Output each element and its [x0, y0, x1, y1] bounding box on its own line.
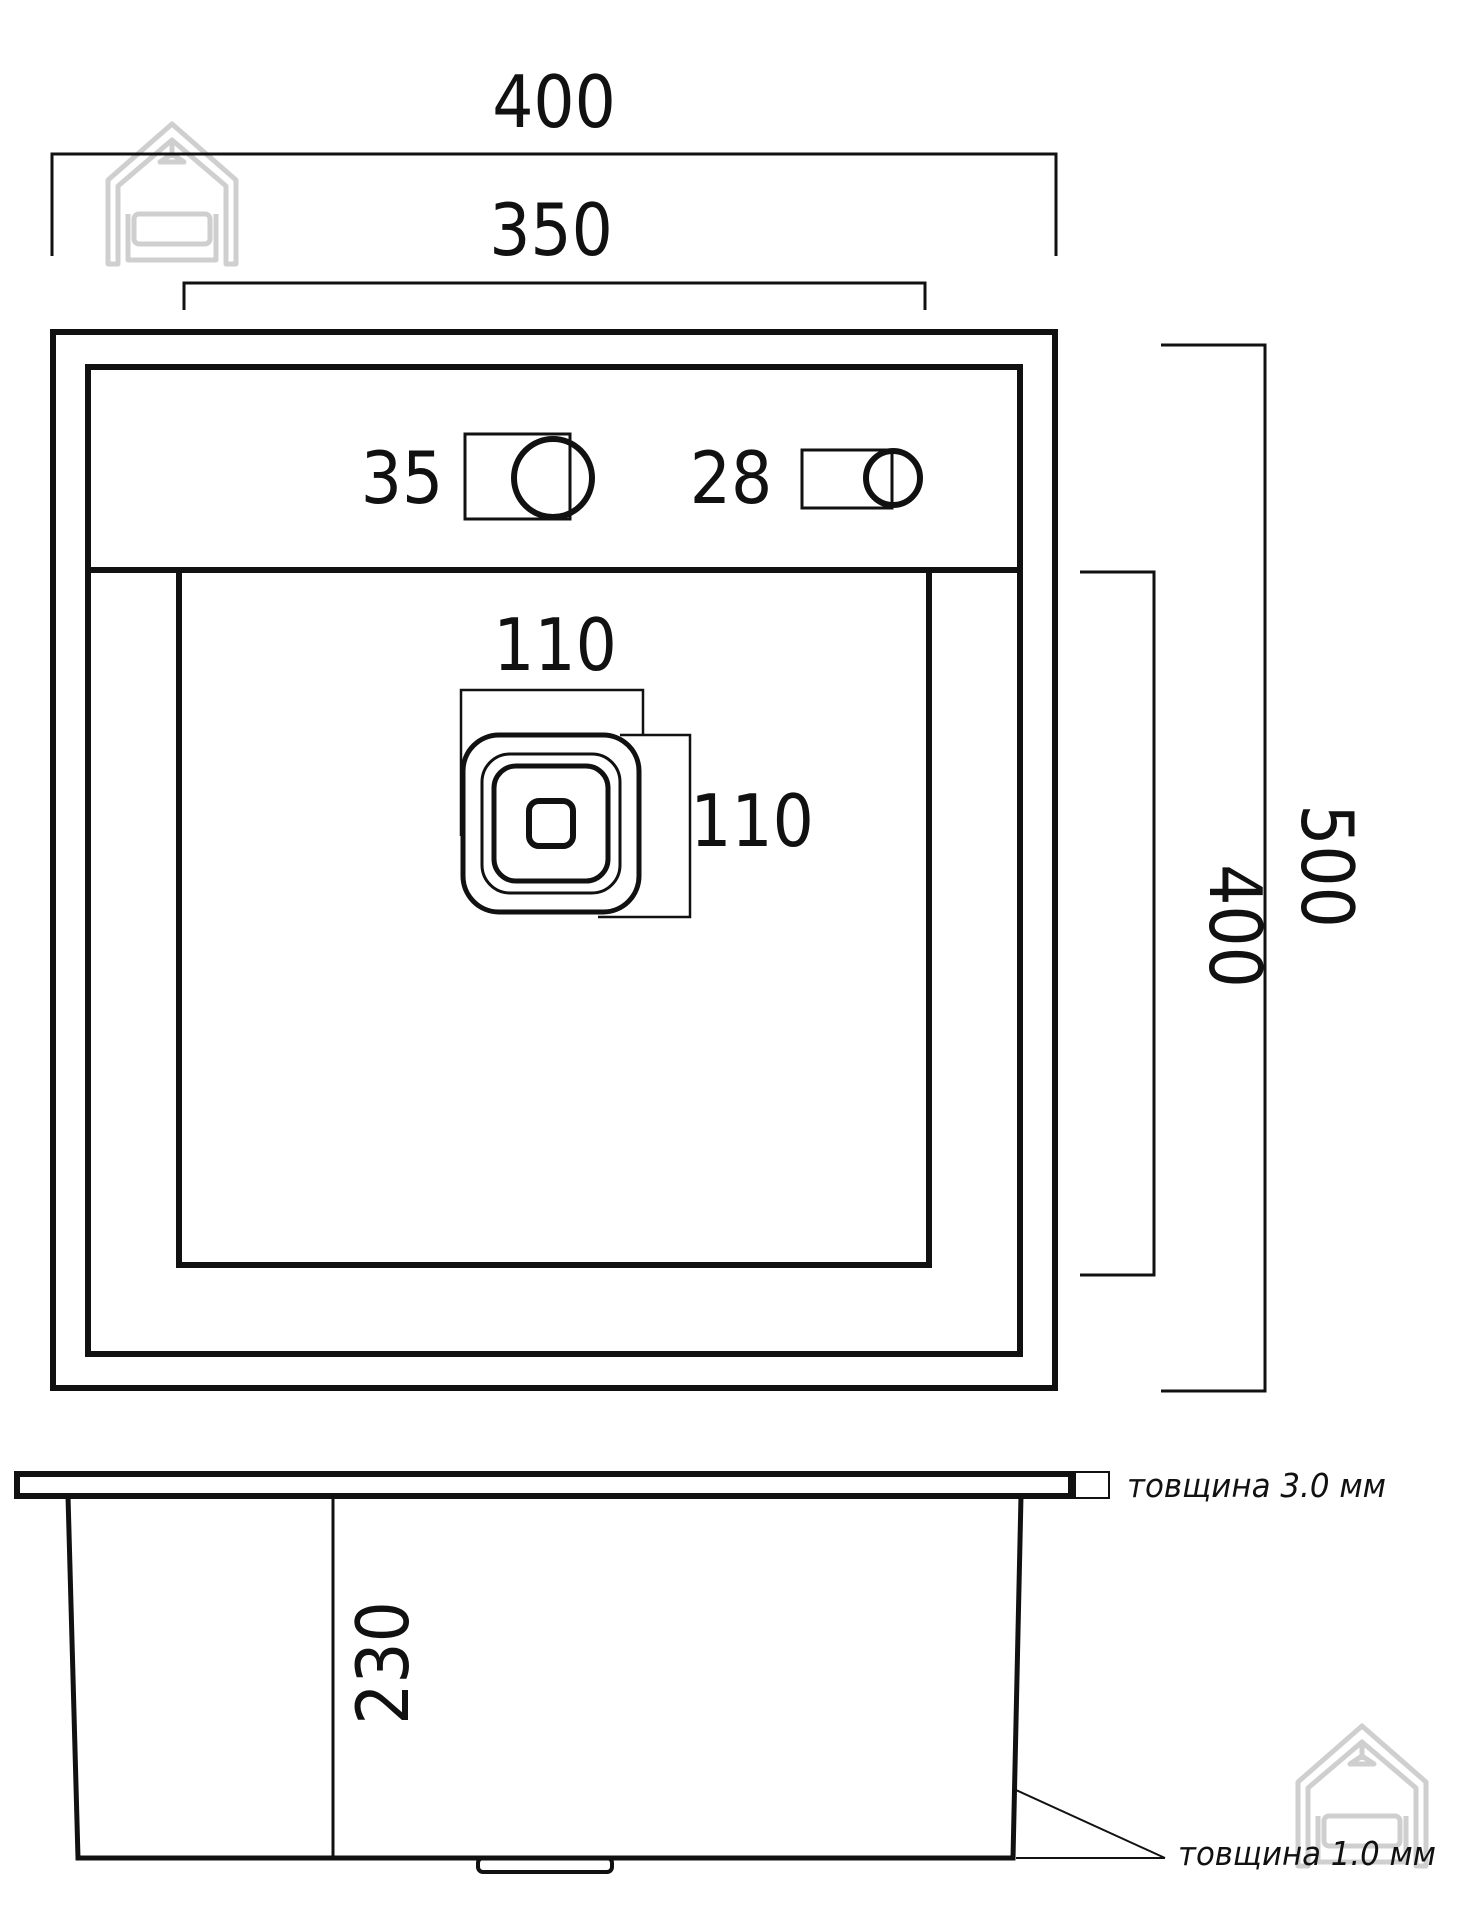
- tap-hole-35-frame: [463, 432, 572, 521]
- dimension-line-overall-length: [1161, 343, 1267, 1393]
- plan-view: [50, 152, 1267, 1393]
- tap-hole-28: [863, 448, 923, 508]
- house-sofa-watermark-icon: [1295, 1723, 1429, 1869]
- dimension-tap-hole-35: 35: [361, 436, 443, 520]
- drain-outer: [460, 732, 642, 915]
- drain-ring: [480, 752, 622, 895]
- dimension-line-bowl-width: [182, 281, 927, 310]
- dimension-line-drain-width: [459, 688, 645, 836]
- dimension-depth: 230: [341, 1601, 425, 1725]
- top-thickness-marker: [1074, 1471, 1110, 1499]
- dimension-tap-hole-28: 28: [690, 436, 772, 520]
- body-thickness-note: товщина 1.0 мм: [1178, 1834, 1436, 1873]
- drain-inner: [491, 763, 611, 884]
- top-thickness-note: товщина 3.0 мм: [1127, 1466, 1386, 1505]
- sink-top-flange: [14, 1471, 1074, 1499]
- dimension-drain-height: 110: [690, 779, 814, 863]
- drain-plug: [526, 798, 576, 849]
- section-view: [14, 1471, 1166, 1874]
- dimension-overall-length: 500: [1285, 804, 1369, 928]
- dimension-drain-width: 110: [493, 603, 617, 687]
- sink-body-section: [65, 1495, 1024, 1861]
- dimension-bowl-width: 350: [489, 188, 613, 272]
- dimension-overall-width: 400: [492, 60, 616, 144]
- sink-bowl: [176, 573, 932, 1268]
- drain-outlet: [476, 1856, 614, 1874]
- sink-inner-rim: [85, 364, 1023, 1357]
- dimension-bowl-length: 400: [1193, 864, 1277, 988]
- body-thickness-leader: [1015, 1789, 1166, 1859]
- dimension-line-overall-width: [50, 152, 1058, 256]
- tap-hole-35: [511, 436, 595, 520]
- house-sofa-watermark-icon: [105, 121, 239, 267]
- dimension-line-bowl-length: [1080, 570, 1156, 1277]
- sink-outer-rim: [50, 329, 1058, 1391]
- dimension-line-drain-height: [598, 733, 692, 919]
- tap-hole-28-frame: [800, 448, 894, 510]
